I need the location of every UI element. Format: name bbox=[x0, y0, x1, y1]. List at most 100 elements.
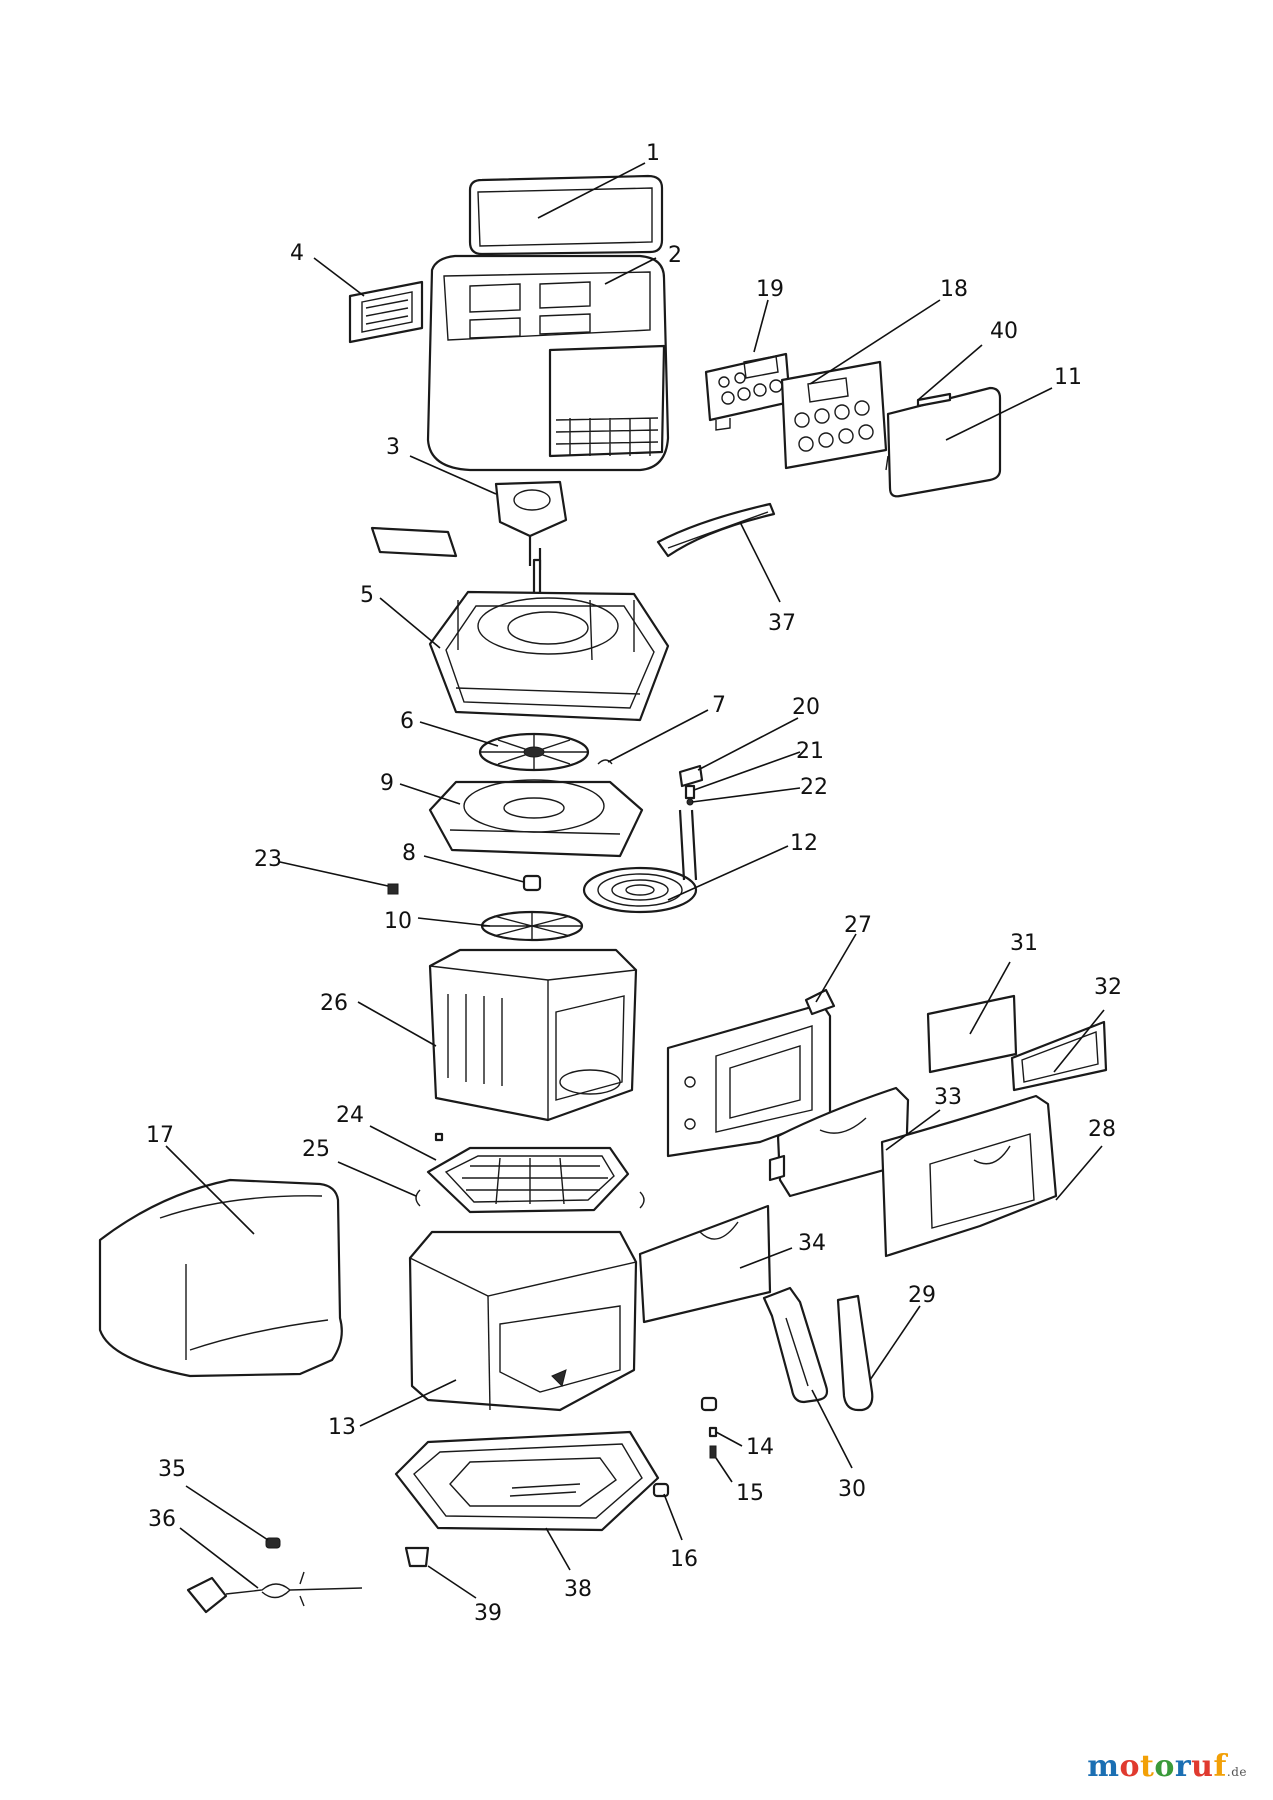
leader-5 bbox=[379, 597, 441, 649]
leader-1 bbox=[537, 162, 646, 219]
leader-24 bbox=[369, 1125, 437, 1161]
leader-3 bbox=[409, 455, 497, 495]
part-35-strain-relief bbox=[265, 1537, 281, 1549]
part-27-front-frame bbox=[666, 988, 836, 1158]
part-14-15-screws bbox=[700, 1396, 718, 1459]
leader-38 bbox=[545, 1527, 571, 1571]
callout-9: 9 bbox=[380, 771, 394, 796]
part-31-label bbox=[926, 994, 1018, 1074]
callout-2: 2 bbox=[668, 243, 682, 268]
callout-38: 38 bbox=[564, 1577, 592, 1602]
leader-36 bbox=[179, 1527, 259, 1589]
motoruf-logo: motoruf.de bbox=[1087, 1749, 1247, 1784]
part-28-front-panel bbox=[880, 1094, 1058, 1258]
leader-11 bbox=[945, 387, 1053, 441]
leader-10 bbox=[417, 917, 491, 927]
callout-7: 7 bbox=[712, 693, 726, 718]
callout-25: 25 bbox=[302, 1137, 330, 1162]
logo-letter: f bbox=[1213, 1749, 1227, 1784]
leader-16 bbox=[663, 1493, 683, 1541]
logo-letter: m bbox=[1087, 1749, 1120, 1784]
callout-12: 12 bbox=[790, 831, 818, 856]
callout-26: 26 bbox=[320, 991, 348, 1016]
callout-11: 11 bbox=[1054, 365, 1082, 390]
part-40-clip bbox=[916, 392, 952, 408]
motor-shaft bbox=[532, 558, 542, 598]
part-20-21-22-thermostat bbox=[678, 764, 704, 806]
part-5-motor-bracket bbox=[428, 590, 670, 722]
leader-lines bbox=[165, 162, 1105, 1599]
logo-letter: o bbox=[1154, 1749, 1175, 1784]
part-17-outer-housing bbox=[98, 1178, 343, 1378]
leader-19 bbox=[753, 299, 769, 353]
callout-13: 13 bbox=[328, 1415, 356, 1440]
leader-7 bbox=[607, 709, 709, 763]
callout-19: 19 bbox=[756, 277, 784, 302]
part-9-heating-chamber bbox=[428, 779, 644, 858]
callout-6: 6 bbox=[400, 709, 414, 734]
callout-29: 29 bbox=[908, 1283, 936, 1308]
leader-29 bbox=[869, 1305, 921, 1381]
leader-30 bbox=[811, 1389, 853, 1469]
callout-16: 16 bbox=[670, 1547, 698, 1572]
part-39-rubber-foot bbox=[404, 1546, 430, 1568]
leader-2 bbox=[604, 257, 657, 285]
part-8-bushing bbox=[522, 874, 542, 892]
logo-letter: u bbox=[1191, 1749, 1214, 1784]
leader-18 bbox=[809, 299, 941, 385]
callout-37: 37 bbox=[768, 611, 796, 636]
leader-27 bbox=[815, 933, 857, 1003]
callout-15: 15 bbox=[736, 1481, 764, 1506]
callout-20: 20 bbox=[792, 695, 820, 720]
leader-9 bbox=[399, 783, 461, 805]
callout-22: 22 bbox=[800, 775, 828, 800]
part-6-cooling-fan bbox=[478, 732, 590, 772]
callout-18: 18 bbox=[940, 277, 968, 302]
leader-21 bbox=[693, 751, 801, 791]
part-24-grill-plate bbox=[426, 1132, 630, 1214]
part-23-connector bbox=[387, 883, 399, 895]
leader-13 bbox=[359, 1379, 457, 1427]
part-29-handle-cover bbox=[836, 1294, 874, 1412]
callout-34: 34 bbox=[798, 1231, 826, 1256]
callout-27: 27 bbox=[844, 913, 872, 938]
callout-28: 28 bbox=[1088, 1117, 1116, 1142]
callout-30: 30 bbox=[838, 1477, 866, 1502]
leader-12 bbox=[667, 845, 789, 901]
part-37-trim-strip bbox=[656, 502, 776, 558]
leader-35 bbox=[185, 1485, 269, 1541]
leader-33 bbox=[885, 1109, 941, 1151]
callout-17: 17 bbox=[146, 1123, 174, 1148]
leader-14 bbox=[715, 1431, 743, 1447]
logo-letter: o bbox=[1119, 1749, 1140, 1784]
logo-letter: t bbox=[1139, 1749, 1155, 1784]
leader-32 bbox=[1053, 1009, 1105, 1073]
leader-34 bbox=[739, 1247, 793, 1269]
part-25-clips bbox=[415, 1189, 645, 1209]
part-2-upper-housing bbox=[426, 254, 670, 472]
part-3-fan-motor bbox=[494, 480, 568, 570]
callout-5: 5 bbox=[360, 583, 374, 608]
leader-25 bbox=[337, 1161, 417, 1197]
callout-10: 10 bbox=[384, 909, 412, 934]
logo-letter: r bbox=[1174, 1749, 1192, 1784]
part-18-keypad bbox=[780, 360, 888, 470]
leader-37 bbox=[739, 521, 781, 603]
part-13-basket-drawer bbox=[408, 1230, 638, 1412]
insulation-plate bbox=[370, 526, 458, 558]
part-26-basket bbox=[428, 948, 638, 1122]
leader-17 bbox=[165, 1145, 255, 1235]
part-38-base-plate bbox=[394, 1430, 660, 1532]
part-34-drawer-cover bbox=[638, 1204, 772, 1324]
callout-39: 39 bbox=[474, 1601, 502, 1626]
callout-8: 8 bbox=[402, 841, 416, 866]
leader-40 bbox=[917, 344, 983, 401]
leader-28 bbox=[1055, 1145, 1103, 1201]
part-19-control-pcb bbox=[704, 352, 792, 431]
callout-40: 40 bbox=[990, 319, 1018, 344]
part-10-air-impeller bbox=[480, 910, 584, 942]
callout-labels: 1 2 3 4 5 6 7 8 9 10 11 12 13 14 15 16 1… bbox=[146, 141, 1122, 1626]
part-12-heating-element bbox=[582, 809, 698, 914]
leader-22 bbox=[691, 787, 801, 803]
